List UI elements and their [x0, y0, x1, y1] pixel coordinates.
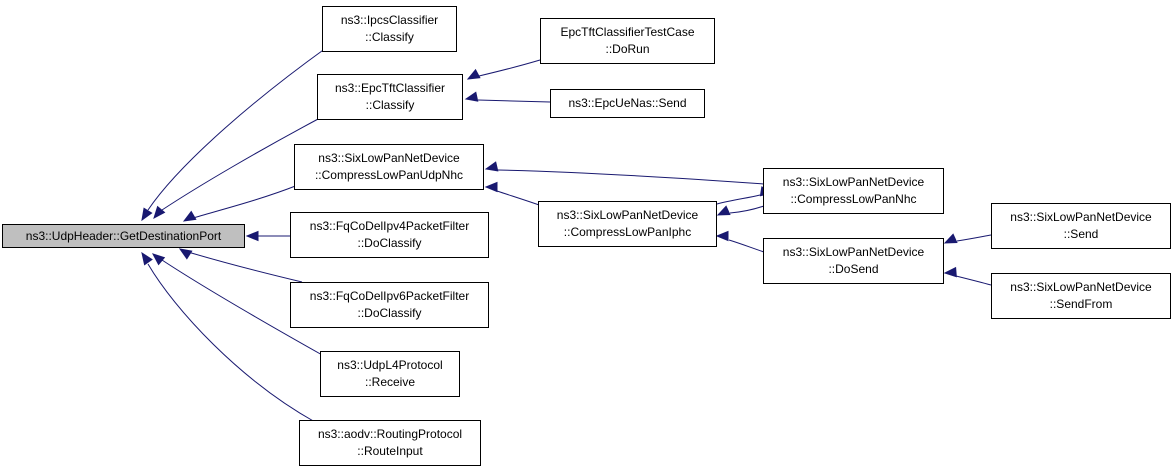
edge-fq6-to-root [178, 248, 303, 283]
edge-epcue-to-epctft-line [477, 99, 551, 103]
edge-sixnhc-to-sixiphc [716, 205, 765, 216]
node-fqcodelipv6packetfilter-doclassify[interactable]: ns3::FqCoDelIpv6PacketFilter ::DoClassif… [290, 282, 489, 328]
node-label-line2: ::Classify [365, 30, 414, 44]
edge-epctest-to-epctft-arrowhead [466, 68, 481, 80]
node-label-line1: ns3::SixLowPanNetDevice [782, 175, 925, 189]
node-label-line1: ns3::SixLowPanNetDevice [1010, 280, 1152, 294]
edge-aodv-to-root [141, 251, 316, 423]
edge-epcue-to-epctft [464, 91, 551, 103]
edge-sixsend-to-sixdosend-line [956, 234, 992, 242]
node-label: ns3::UdpHeader::GetDestinationPort [25, 228, 222, 243]
edge-epctft-to-root [153, 117, 321, 220]
node-label-line2: ::CompressLowPanNhc [790, 192, 917, 206]
node-label-line1: ns3::EpcTftClassifier [334, 81, 446, 95]
node-udpheader-getdestinationport: ns3::UdpHeader::GetDestinationPort [2, 224, 245, 248]
edge-sixudp-to-root [182, 184, 299, 222]
node-label-line2: ::CompressLowPanIphc [563, 225, 692, 239]
edge-fq4-to-root-arrowhead [245, 230, 259, 242]
node-label-line1: ns3::FqCoDelIpv6PacketFilter [309, 289, 470, 303]
edge-fq4-to-root [245, 230, 290, 242]
node-label-line1: ns3::SixLowPanNetDevice [556, 208, 699, 222]
edge-ipcs-to-root [141, 47, 327, 222]
node-label-line2: ::DoRun [605, 42, 650, 56]
edge-sixsendfrom-to-sixdosend [943, 266, 992, 286]
edge-sixdosend-to-sixiphc-line [728, 239, 765, 253]
node-label-line1: ns3::UdpL4Protocol [337, 358, 443, 372]
node-label-line1: ns3::SixLowPanNetDevice [1010, 210, 1152, 224]
edge-sixiphc-to-sixnhc-line [716, 194, 761, 205]
node-epctftclassifiertestcase-dorun[interactable]: EpcTftClassifierTestCase ::DoRun [540, 18, 715, 64]
edge-udpl4-to-root-line [161, 259, 325, 357]
edge-epctest-to-epctft-line [478, 59, 541, 77]
edge-sixiphc-to-sixudp-arrowhead [484, 181, 498, 193]
node-label-line2: ::SendFrom [1049, 297, 1113, 311]
node-label-line2: ::RouteInput [357, 444, 423, 458]
edge-sixudp-to-root-line [192, 184, 299, 219]
node-label-line2: ::Receive [364, 375, 416, 389]
node-epcuenas-send[interactable]: ns3::EpcUeNas::Send [550, 89, 705, 118]
node-ipcsclassifier-classify[interactable]: ns3::IpcsClassifier ::Classify [322, 6, 457, 52]
node-label-line2: ::CompressLowPanUdpNhc [314, 168, 464, 182]
edge-sixdosend-to-sixiphc [715, 230, 765, 253]
node-epctftclassifier-classify[interactable]: ns3::EpcTftClassifier ::Classify [317, 74, 463, 120]
node-label-line2: ::DoClassify [357, 236, 422, 250]
edge-sixnhc-to-sixiphc-line [729, 205, 765, 214]
edge-ipcs-to-root-line [147, 47, 327, 211]
edge-epctest-to-epctft [466, 59, 541, 80]
node-label: ns3::EpcUeNas::Send [568, 96, 687, 110]
node-label-line1: ns3::SixLowPanNetDevice [318, 151, 460, 165]
edge-ipcs-to-root-arrowhead [141, 207, 153, 222]
edge-udpl4-to-root-arrowhead [151, 253, 166, 266]
edge-sixnhc-to-sixiphc-arrowhead [716, 205, 731, 216]
node-label-line1: ns3::aodv::RoutingProtocol [317, 427, 463, 441]
node-sixlowpan-sendfrom[interactable]: ns3::SixLowPanNetDevice ::SendFrom [991, 273, 1171, 319]
edge-fq6-to-root-arrowhead [178, 248, 193, 260]
node-label-line1: ns3::IpcsClassifier [340, 13, 439, 27]
edge-sixsend-to-sixdosend-arrowhead [943, 233, 958, 244]
edge-sixnhc-to-sixudp-arrowhead [484, 161, 499, 172]
edge-sixnhc-to-sixudp-line [497, 169, 765, 185]
edge-sixdosend-to-sixiphc-arrowhead [715, 230, 729, 242]
edge-sixsendfrom-to-sixdosend-arrowhead [943, 266, 957, 278]
edge-sixsend-to-sixdosend [943, 233, 992, 244]
node-aodv-routingprotocol-routeinput[interactable]: ns3::aodv::RoutingProtocol ::RouteInput [299, 420, 481, 466]
edge-aodv-to-root-arrowhead [141, 251, 153, 266]
node-label-line2: ::DoSend [828, 262, 879, 276]
edge-fq6-to-root-line [187, 251, 303, 283]
edge-sixiphc-to-sixudp [484, 181, 543, 207]
edge-sixnhc-to-sixudp [484, 161, 765, 185]
node-sixlowpan-dosend[interactable]: ns3::SixLowPanNetDevice ::DoSend [763, 238, 944, 284]
node-label-line1: ns3::FqCoDelIpv4PacketFilter [309, 219, 470, 233]
edge-sixsendfrom-to-sixdosend-line [955, 275, 992, 286]
node-label-line1: EpcTftClassifierTestCase [560, 25, 695, 39]
edge-epctft-to-root-line [161, 117, 321, 211]
edge-udpl4-to-root [151, 253, 325, 357]
node-sixlowpan-compresslowpannhc[interactable]: ns3::SixLowPanNetDevice ::CompressLowPan… [763, 168, 944, 214]
node-label-line2: ::Classify [365, 98, 415, 112]
node-udpl4protocol-receive[interactable]: ns3::UdpL4Protocol ::Receive [320, 351, 460, 397]
node-label-line2: ::DoClassify [357, 306, 422, 320]
node-label-line1: ns3::SixLowPanNetDevice [782, 245, 925, 259]
node-sixlowpan-send[interactable]: ns3::SixLowPanNetDevice ::Send [991, 203, 1171, 249]
edge-aodv-to-root-line [147, 263, 316, 423]
edge-epctft-to-root-arrowhead [153, 205, 166, 220]
node-sixlowpan-compresslowpanudpnhc[interactable]: ns3::SixLowPanNetDevice ::CompressLowPan… [294, 144, 484, 190]
edge-sixiphc-to-sixudp-line [496, 190, 543, 207]
edge-epcue-to-epctft-arrowhead [464, 91, 479, 102]
node-label-line2: ::Send [1063, 227, 1099, 241]
node-fqcodelipv4packetfilter-doclassify[interactable]: ns3::FqCoDelIpv4PacketFilter ::DoClassif… [290, 212, 489, 258]
node-sixlowpan-compresslowpaniphc[interactable]: ns3::SixLowPanNetDevice ::CompressLowPan… [538, 201, 717, 247]
edge-sixudp-to-root-arrowhead [182, 210, 197, 222]
